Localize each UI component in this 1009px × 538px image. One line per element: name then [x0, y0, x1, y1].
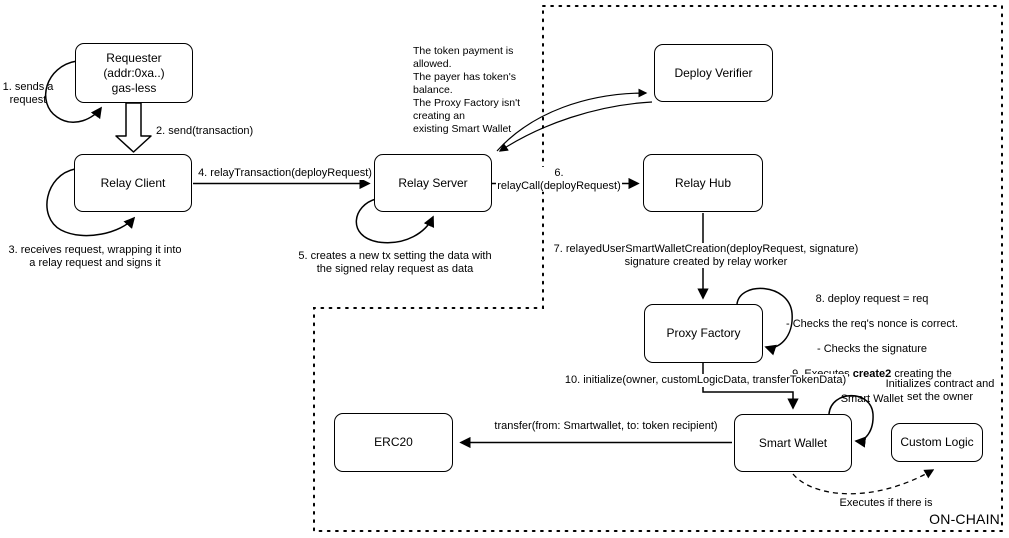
send-transaction-block-arrow	[115, 102, 152, 153]
node-relay-hub: Relay Hub	[643, 154, 763, 212]
label-transfer: transfer(from: Smartwallet, to: token re…	[494, 420, 718, 432]
label-step1: 1. sends a request	[2, 81, 54, 106]
label-init-note: Initializes contract and set the owner	[885, 378, 995, 403]
step8-line2: - Checks the req's nonce is correct.	[785, 317, 959, 330]
label-step7: 7. relayedUserSmartWalletCreation(deploy…	[548, 243, 864, 268]
label-step3: 3. receives request, wrapping it into a …	[8, 244, 182, 269]
relay-server-self-loop-arrow	[355, 198, 435, 244]
step8-line3: - Checks the signature	[816, 342, 928, 355]
node-smart-wallet: Smart Wallet	[734, 414, 852, 472]
label-step8-9: 8. deploy request = req - Checks the req…	[777, 280, 967, 418]
label-step2: 2. send(transaction)	[156, 125, 254, 137]
label-executes-note: Executes if there is	[839, 497, 933, 509]
create2-bold: create2	[852, 367, 892, 380]
node-custom-logic: Custom Logic	[891, 423, 983, 462]
step8-line1: 8. deploy request = req	[815, 292, 929, 305]
node-requester: Requester (addr:0xa..) gas-less	[75, 43, 193, 103]
label-onchain: ON-CHAIN	[929, 511, 1000, 527]
label-step6: 6. relayCall(deployRequest)	[496, 167, 622, 192]
node-erc20: ERC20	[334, 413, 453, 472]
relay-client-self-loop-arrow	[46, 168, 136, 237]
step9-line2: Smart Wallet	[840, 392, 904, 405]
executes-dashed-arrow	[792, 469, 935, 495]
proxy-factory-self-loop-arrow	[736, 287, 793, 356]
node-proxy-factory: Proxy Factory	[644, 304, 763, 363]
node-relay-client: Relay Client	[74, 154, 192, 212]
node-deploy-verifier: Deploy Verifier	[654, 44, 773, 102]
node-relay-server: Relay Server	[374, 154, 492, 212]
label-step10: 10. initialize(owner, customLogicData, t…	[563, 374, 848, 387]
label-step5: 5. creates a new tx setting the data wit…	[298, 250, 492, 275]
smart-wallet-self-loop-arrow	[828, 394, 874, 448]
onchain-boundary	[313, 5, 1003, 532]
label-step4: 4. relayTransaction(deployRequest)	[196, 167, 374, 180]
server-to-verifier-curve-arrow	[496, 88, 648, 152]
verifier-to-server-curve-arrow	[498, 101, 653, 152]
label-verifier-note: The token payment is allowed. The payer …	[413, 45, 521, 135]
requester-self-loop-arrow	[45, 60, 102, 123]
